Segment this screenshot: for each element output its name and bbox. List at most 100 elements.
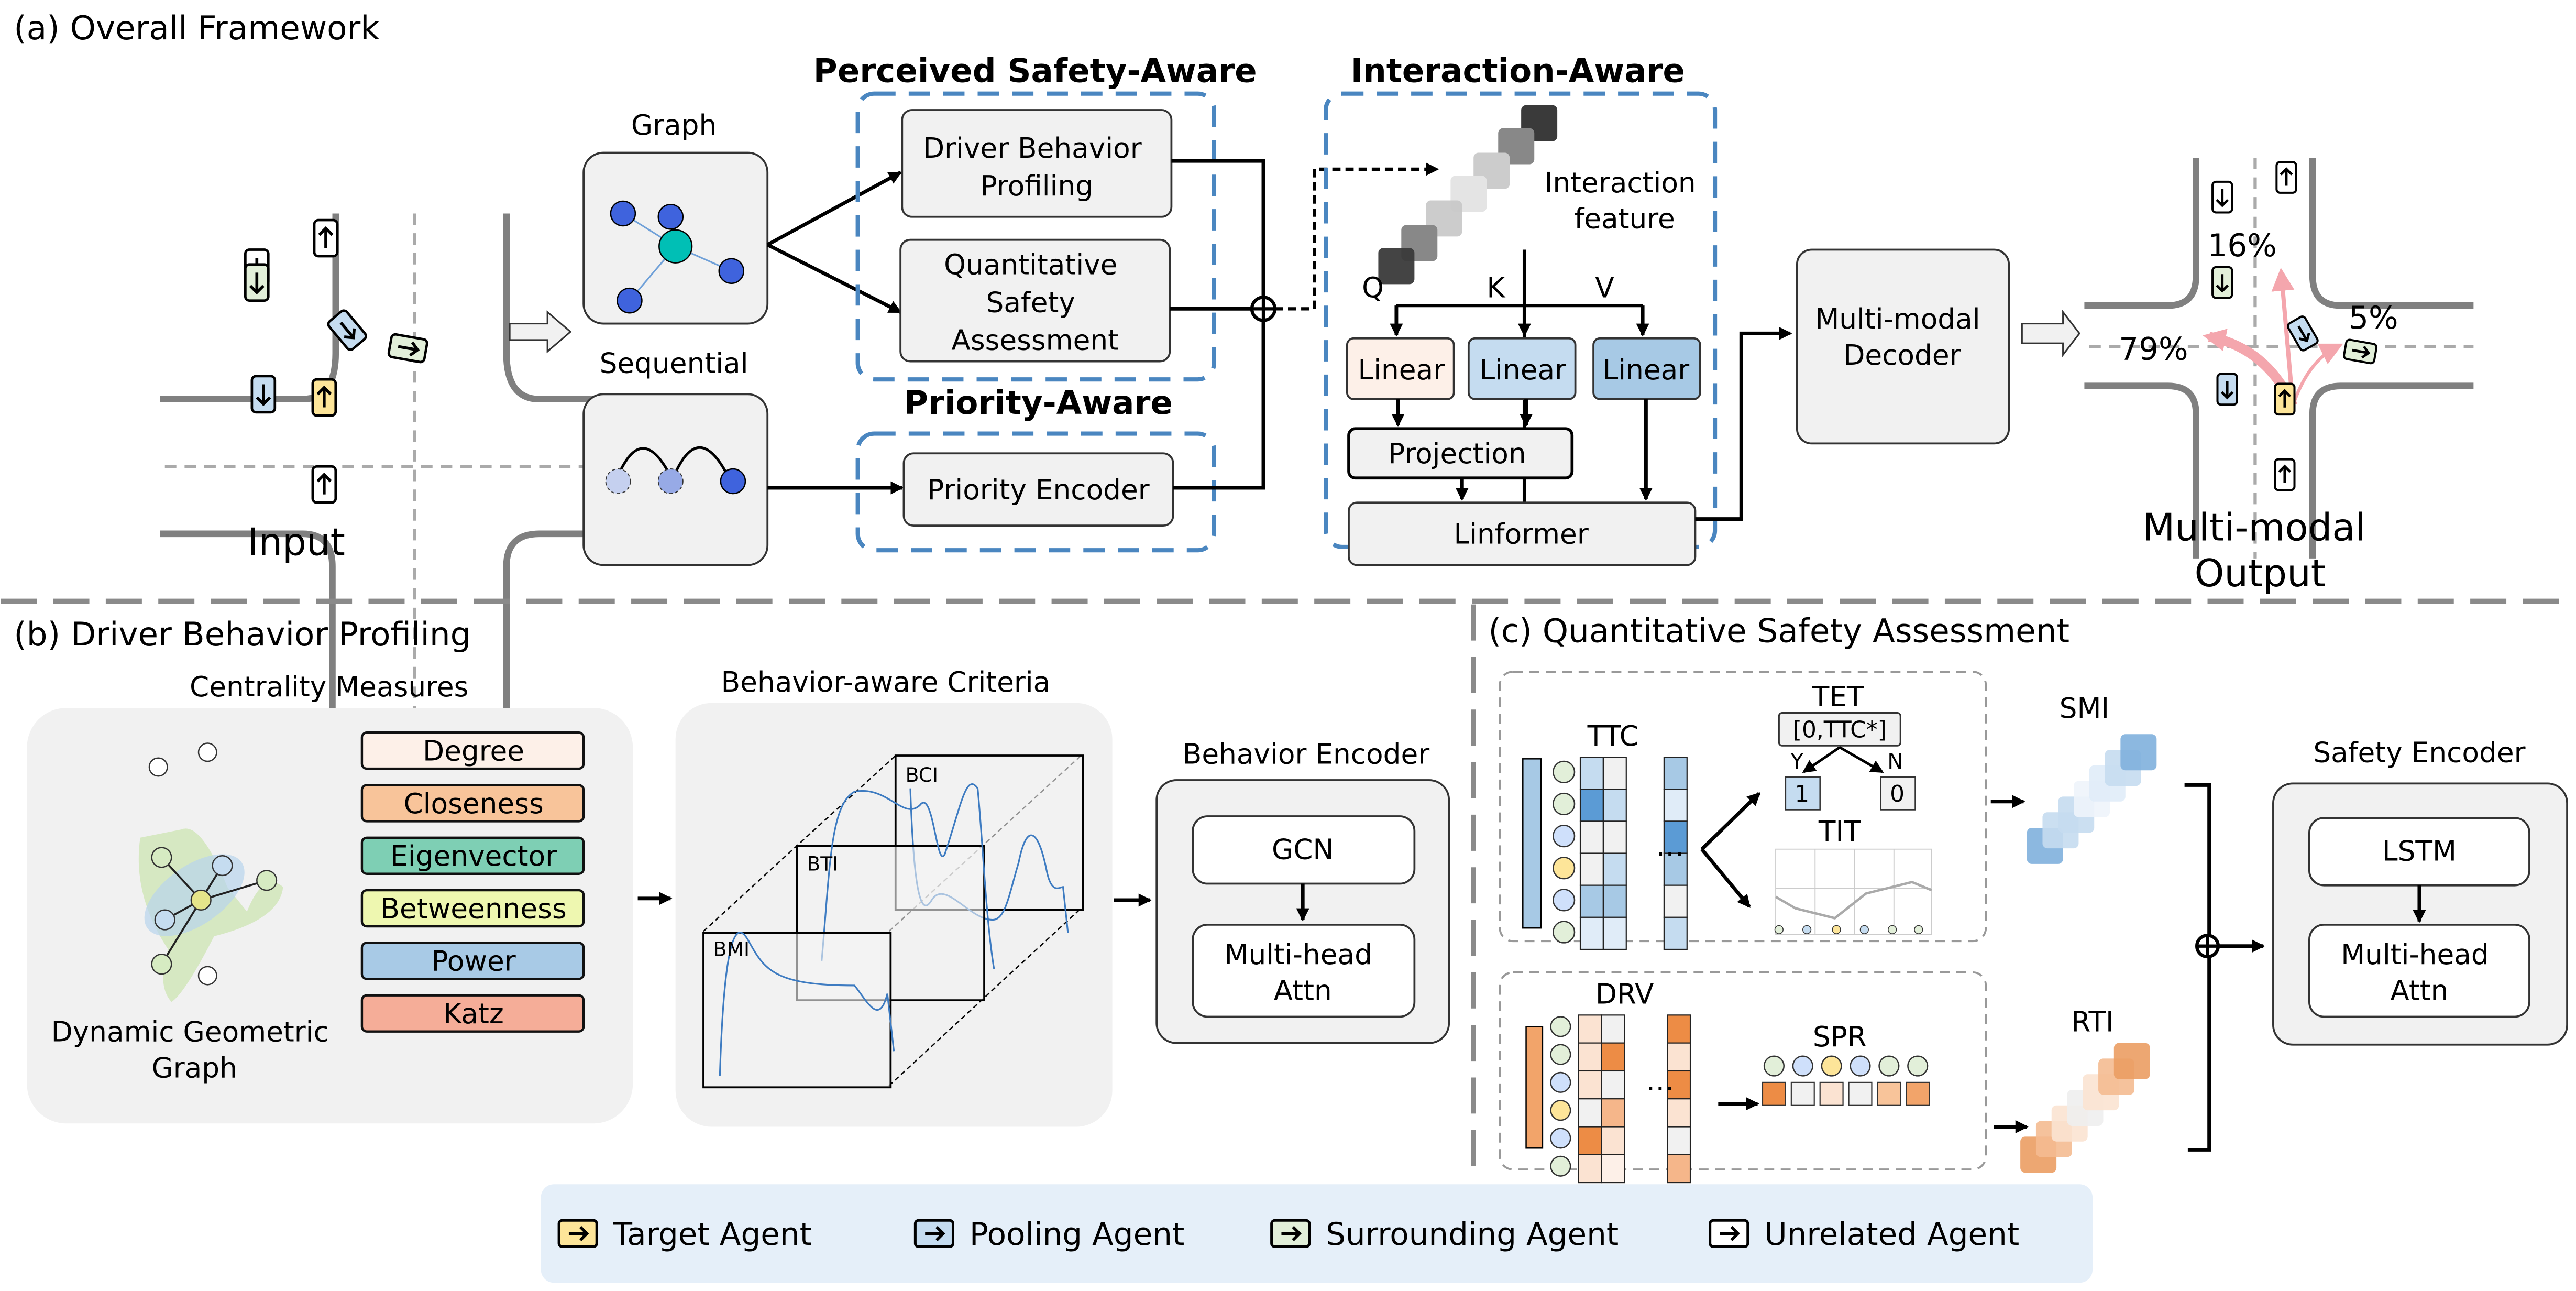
safety-assessment-box [899,238,1171,363]
safety-multihead-attn-box [2308,924,2530,1018]
value-label: V [1595,271,1614,304]
linear-q-box [1346,337,1455,400]
svg-text:Multi-head Attn: Multi-head Attn [1225,938,1381,1007]
drv-cell [1578,1154,1602,1184]
prob-left: 79% [2119,332,2188,368]
drv-cell [1578,1098,1602,1128]
interaction-aware-title: Interaction-Aware [1351,52,1685,90]
ttc-cell [1579,789,1604,822]
agent-node [1553,921,1576,944]
drv-group [1499,971,1987,1170]
driver-behavior-profiling-box [901,109,1173,218]
ttc-cell [1602,884,1627,918]
ttc-label: TTC [1587,720,1639,752]
unrelated-agent-icon [314,220,337,256]
svg-text:Linformer: Linformer [1454,518,1589,551]
agent-node [1550,1155,1571,1177]
legend-label: Surrounding Agent [1326,1217,1619,1253]
centrality-eigenvector [360,836,585,875]
agent-node [1553,760,1576,784]
centrality-title: Centrality Measures [190,671,468,703]
unrelated-agent-icon [313,466,336,502]
agent-node [1763,1055,1785,1077]
ttc-group [1499,671,1987,943]
ttc-cell [1663,916,1688,950]
svg-text:Linear: Linear [1603,354,1690,386]
drv-cell [1601,1098,1625,1128]
svg-text:Linear: Linear [1358,354,1445,386]
ttc-cell [1579,820,1604,854]
legend-item: Target Agent [557,1217,812,1253]
agent-node [1550,1128,1571,1149]
sequential-label: Sequential [600,347,748,380]
drv-label: DRV [1595,978,1654,1010]
agent-node [1553,889,1576,912]
input-label: Input [247,521,345,565]
rti-label: RTI [2071,1006,2113,1038]
spr-cell [1906,1081,1930,1106]
agent-node [1553,792,1576,816]
multihead-attn-box [1192,924,1416,1018]
drv-cell [1601,1042,1625,1072]
ttc-matrix [1522,757,1688,950]
drv-cell [1578,1014,1602,1044]
flow-arrow-icon [509,310,572,354]
behavior-encoder-title: Behavior Encoder [1183,738,1429,771]
key-label: K [1487,271,1506,304]
legend-item: Unrelated Agent [1709,1217,2019,1253]
centrality-label: Degree [423,735,524,767]
legend [541,1184,2093,1283]
agent-node [1878,1055,1900,1077]
drv-cell [1601,1070,1625,1100]
ttc-cell [1602,757,1627,790]
feature-square [2113,1043,2150,1079]
agent-node [1821,1055,1842,1077]
spr-cell [1762,1081,1786,1106]
drv-cell [1601,1154,1625,1184]
centrality-label: Katz [443,998,504,1030]
graph-caption: Dynamic Geometric Graph [51,1016,338,1085]
output-intersection [2084,157,2474,559]
svg-text:[0,TTC*]: [0,TTC*] [1793,717,1887,743]
criteria-title: Behavior-aware Criteria [721,666,1051,698]
interaction-feature-stack [1378,105,1558,285]
centrality-katz [360,994,585,1033]
perceived-safety-group [855,91,1217,382]
flow-arrow-icon [2021,310,2080,357]
panel-a-title: (a) Overall Framework [14,9,380,47]
svg-text:Multi-head Attn: Multi-head Attn [2341,938,2497,1007]
spr-label: SPR [1813,1021,1867,1053]
centrality-degree [360,731,585,770]
svg-text:···: ··· [1646,1072,1674,1106]
svg-text:Driver Behavior Profiling: Driver Behavior Profiling [923,132,1150,202]
multimodal-decoder-box [1796,248,2010,445]
centrality-label: Eigenvector [390,840,557,872]
dynamic-geometric-graph [138,742,283,1002]
ttc-cell [1579,852,1604,886]
surrounding-agent-icon [388,334,428,363]
ttc-cell [1663,757,1688,790]
spr-cell [1848,1081,1873,1106]
trajectory-right-icon [2291,343,2343,407]
centrality-label: Betweenness [381,892,567,925]
agent-node [1553,825,1576,848]
centrality-betweenness [360,889,585,928]
svg-text:Quantitative Safety As: Quantitative Safety Assessment [944,249,1126,357]
drv-cell [1601,1126,1625,1155]
spr-cell [1877,1081,1901,1106]
agent-node [1850,1055,1871,1077]
centrality-power [360,942,585,980]
feature-square [2120,734,2157,771]
legend-label: Target Agent [613,1217,812,1253]
svg-text:Priority Encoder: Priority Encoder [927,474,1149,506]
surrounding-agent-icon [245,265,268,301]
query-label: Q [1362,271,1384,304]
ttc-cell [1602,916,1627,950]
drv-cell [1667,1126,1691,1155]
drv-cell [1667,1098,1691,1128]
legend-label: Unrelated Agent [1764,1217,2019,1253]
centrality-measures-list: DegreeClosenessEigenvectorBetweennessPow… [360,731,585,1033]
svg-text:0: 0 [1890,781,1905,807]
linformer-box [1348,501,1697,566]
